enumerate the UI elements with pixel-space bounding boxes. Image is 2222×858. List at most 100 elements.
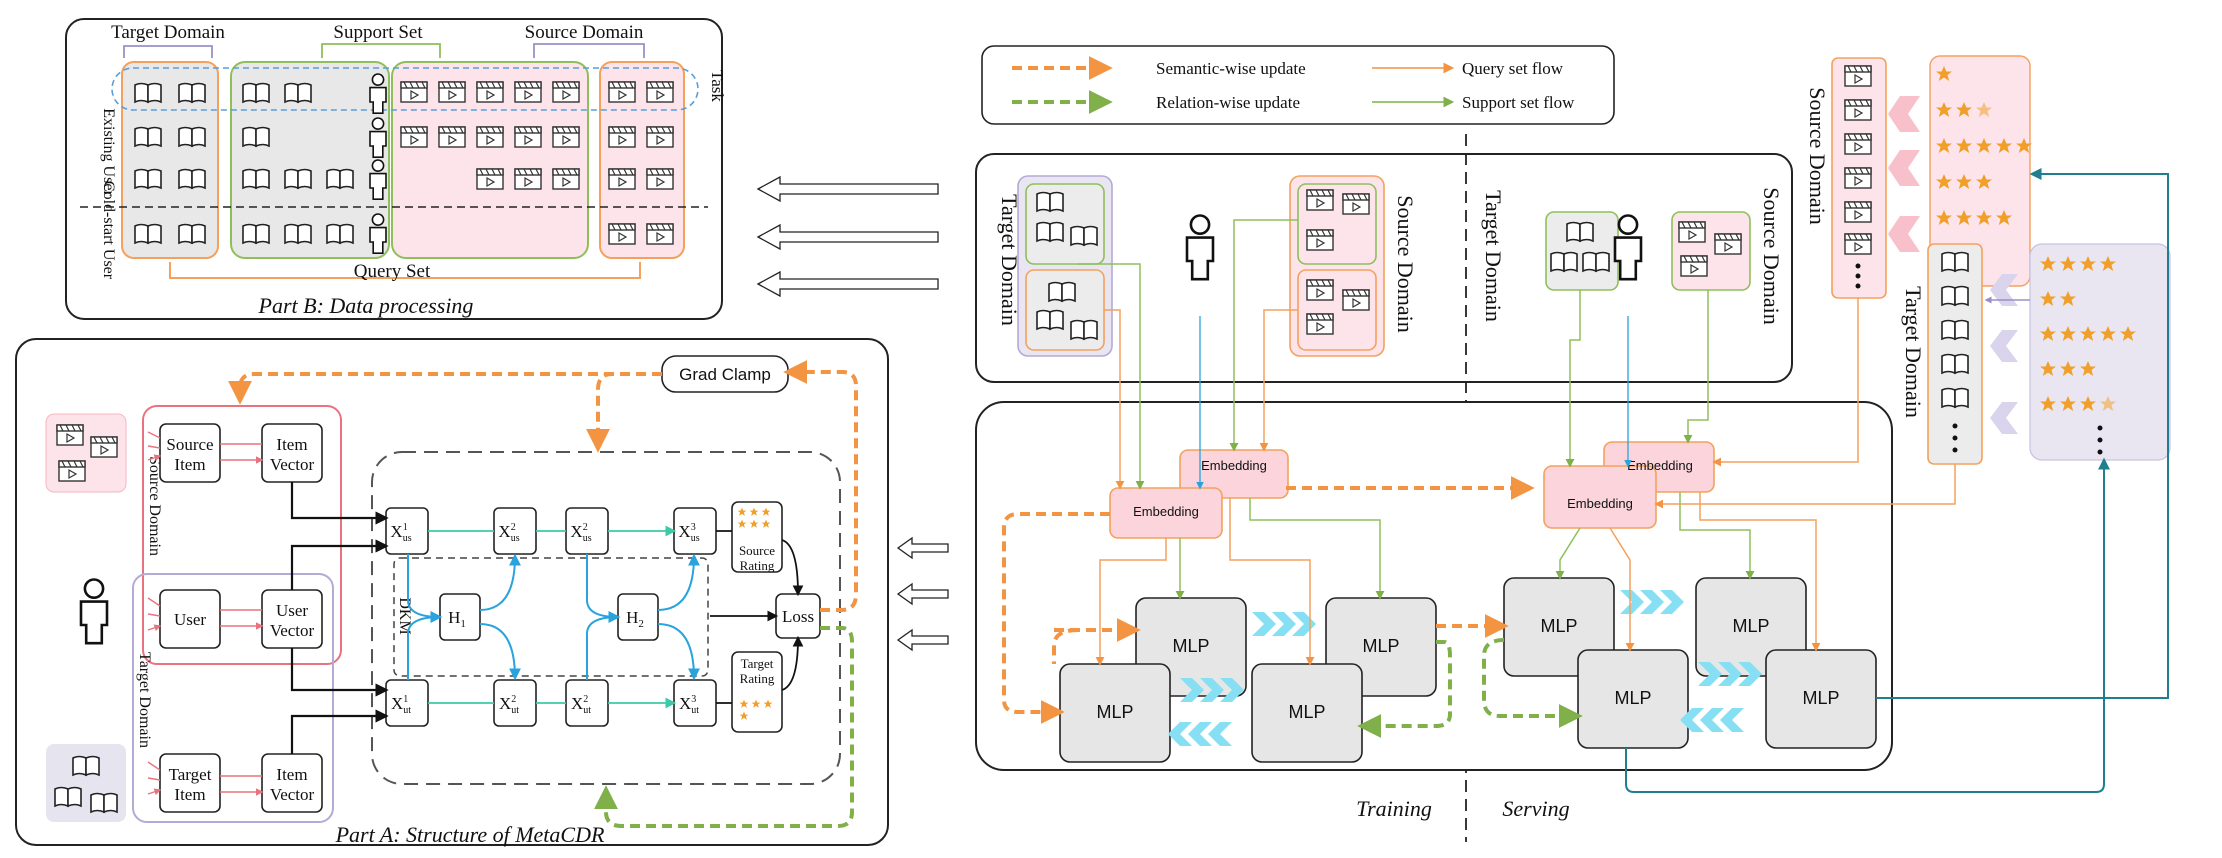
person-icon xyxy=(1185,214,1215,281)
embedding-label-4: Embedding xyxy=(1567,496,1633,511)
embedding-label-1: Embedding xyxy=(1201,458,1267,473)
video-icon xyxy=(608,126,636,148)
part-a-source-domain: Source Domain xyxy=(146,456,163,556)
mlp-label-3: MLP xyxy=(1362,636,1399,656)
video-icon xyxy=(56,424,84,446)
mlp-label-1: MLP xyxy=(1172,636,1209,656)
video-icon xyxy=(608,168,636,190)
video-icon xyxy=(552,168,580,190)
book-icon xyxy=(134,126,162,147)
part-b-target-domain: Target Domain xyxy=(111,22,225,43)
support-source-column xyxy=(391,61,589,259)
book-icon xyxy=(284,82,312,103)
person-icon xyxy=(1613,214,1643,281)
book-icon xyxy=(242,126,270,147)
training-label: Training xyxy=(1356,796,1432,821)
video-icon xyxy=(476,168,504,190)
serving-label: Serving xyxy=(1502,796,1569,821)
far-right-target xyxy=(1927,243,2171,465)
legend-semantic: Semantic-wise update xyxy=(1156,59,1306,78)
book-icon xyxy=(242,168,270,189)
video-icon xyxy=(400,81,428,103)
part-a-nodes xyxy=(159,355,821,813)
source-domain-brace xyxy=(533,43,645,58)
book-icon xyxy=(284,223,312,244)
embedding-box xyxy=(1543,465,1657,529)
book-icon xyxy=(178,126,206,147)
part-b-source-domain: Source Domain xyxy=(525,22,644,43)
part-a-target-domain: Target Domain xyxy=(136,652,153,748)
book-icon xyxy=(242,82,270,103)
video-icon xyxy=(400,126,428,148)
mlp-label-5: MLP xyxy=(1540,616,1577,636)
part-b-query-set: Query Set xyxy=(354,261,431,282)
video-icon xyxy=(438,126,466,148)
target-item-box xyxy=(159,753,221,813)
book-icon xyxy=(178,223,206,244)
embedding-label-3: Embedding xyxy=(1627,458,1693,473)
far-right-target-domain: Target Domain xyxy=(1901,286,1926,418)
video-icon xyxy=(608,81,636,103)
legend-panel xyxy=(981,45,1615,125)
source-rating-box xyxy=(731,501,783,573)
book-icon xyxy=(54,786,82,807)
embedding-label-2: Embedding xyxy=(1133,504,1199,519)
far-right-connectors xyxy=(1625,168,2169,793)
video-icon xyxy=(514,81,542,103)
user-person-icon xyxy=(79,578,109,645)
legend-query-flow: Query set flow xyxy=(1462,59,1564,78)
book-icon xyxy=(134,168,162,189)
source-domain-column xyxy=(599,61,685,259)
video-icon xyxy=(646,126,674,148)
part-a-panel xyxy=(15,338,889,846)
book-icon xyxy=(72,755,100,776)
top-source-domain-right: Source Domain xyxy=(1759,187,1784,324)
part-b-cold-start-user: Cold-start User xyxy=(100,181,117,280)
video-icon xyxy=(90,436,118,458)
video-icon xyxy=(646,81,674,103)
far-right-source-domain: Source Domain xyxy=(1805,87,1830,224)
grad-clamp-label: Grad Clamp xyxy=(679,365,771,384)
embedding-boxes xyxy=(1109,441,1715,539)
book-icon xyxy=(90,792,118,813)
bottom-middle-connectors xyxy=(1002,219,1821,738)
task-outline xyxy=(111,67,699,111)
mlp-label-6: MLP xyxy=(1614,688,1651,708)
top-source-domain-mid: Source Domain xyxy=(1393,195,1418,332)
top-target-domain-left: Target Domain xyxy=(997,194,1022,326)
part-b-task: Task xyxy=(708,70,727,102)
query-set-brace xyxy=(169,262,641,279)
part-b-existing-user: Existing User xyxy=(100,108,117,196)
dkm-label: DKM xyxy=(396,597,413,634)
video-icon xyxy=(608,223,636,245)
loss-label: Loss xyxy=(782,607,814,626)
video-icon xyxy=(552,126,580,148)
video-icon xyxy=(514,168,542,190)
video-icon xyxy=(646,168,674,190)
flow-arrows-b xyxy=(757,176,939,297)
book-icon xyxy=(326,223,354,244)
target-rating-box xyxy=(731,651,783,733)
part-b-caption: Part B: Data processing xyxy=(258,293,474,318)
book-icon xyxy=(242,223,270,244)
book-icon xyxy=(178,168,206,189)
h1-label: H1 xyxy=(448,608,466,630)
part-b-support-set: Support Set xyxy=(333,22,423,43)
video-icon xyxy=(646,223,674,245)
video-icon xyxy=(58,460,86,482)
flow-arrows-a xyxy=(897,537,949,651)
mlp-label-2: MLP xyxy=(1096,702,1133,722)
part-a-connectors xyxy=(147,360,858,828)
